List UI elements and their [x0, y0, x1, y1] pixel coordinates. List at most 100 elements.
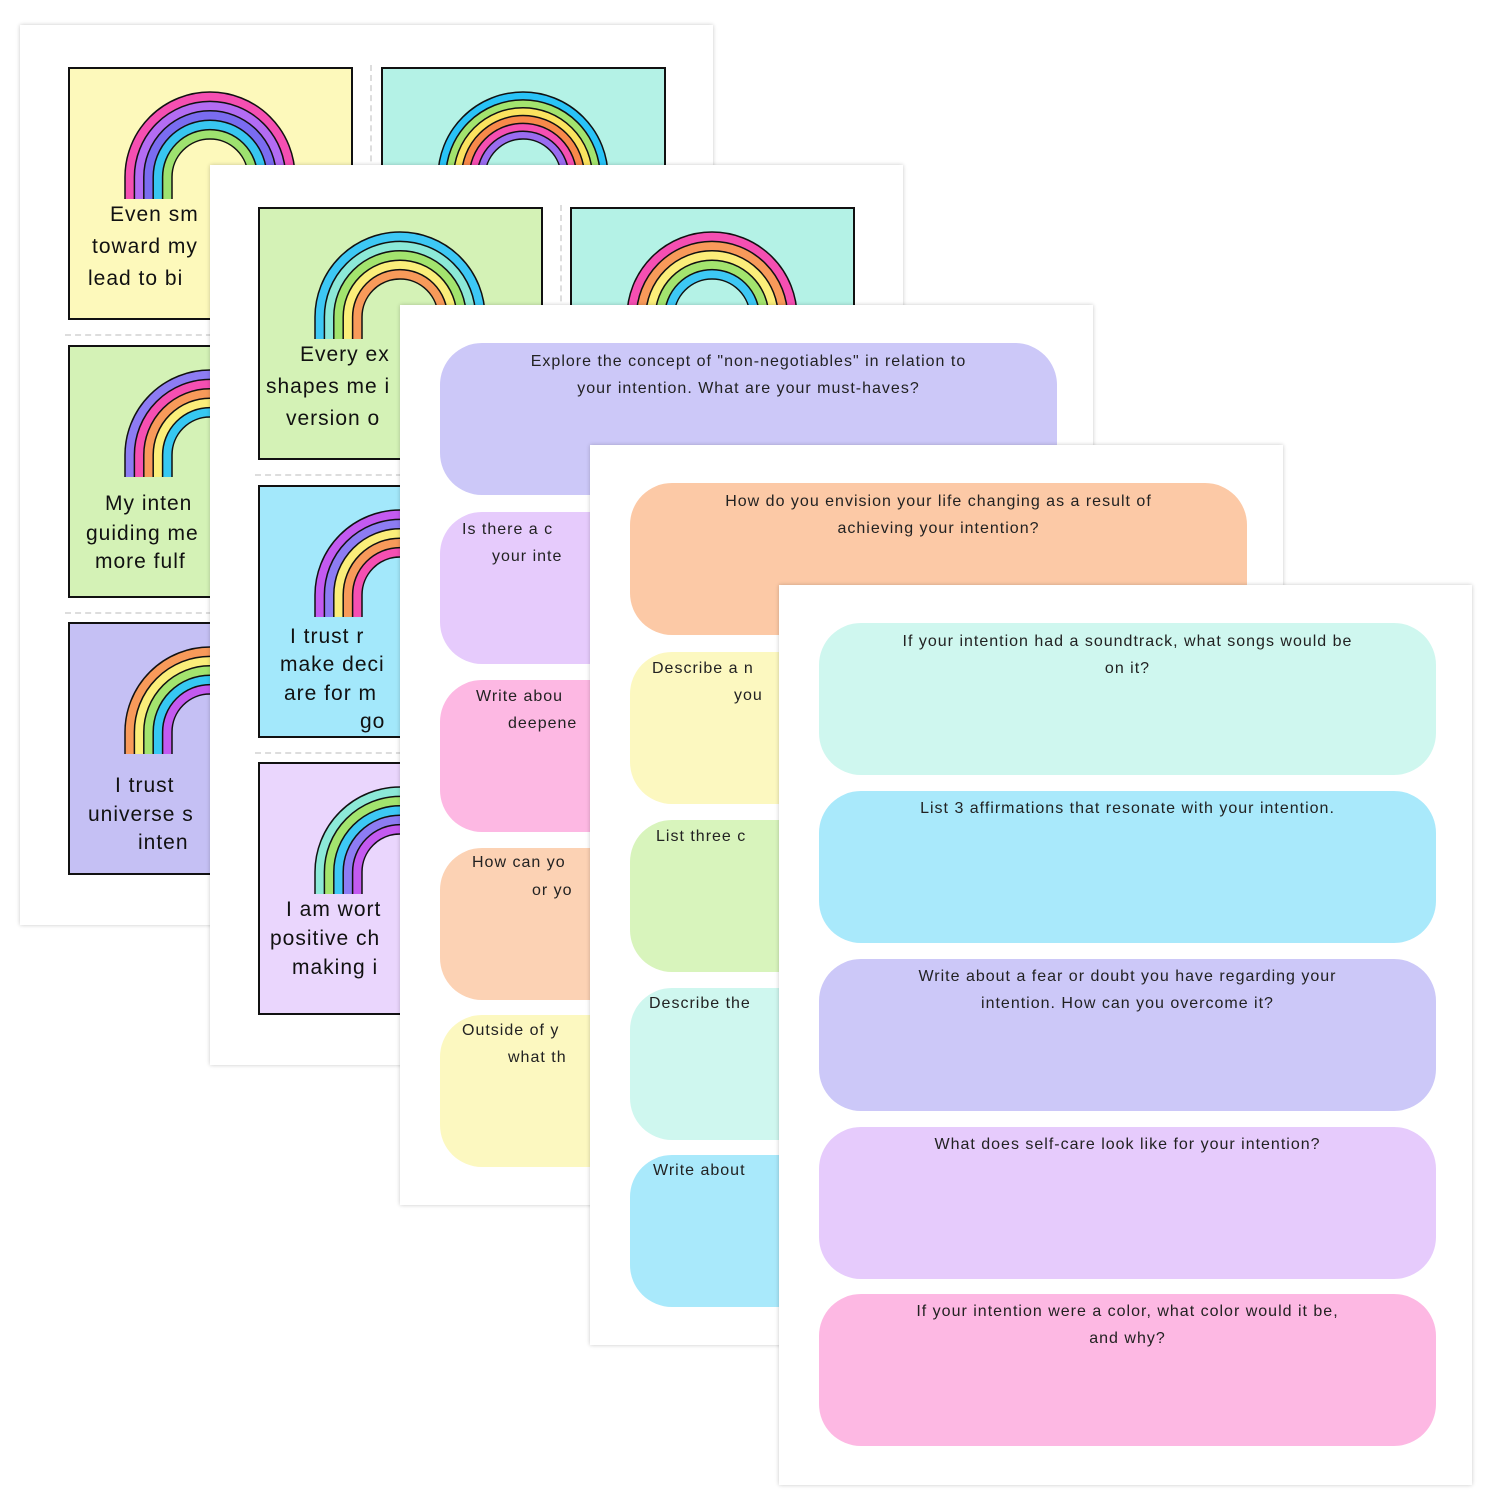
rainbow-band — [645, 250, 779, 339]
rainbow-outline — [635, 240, 789, 339]
prompt-text: on it? — [1104, 660, 1151, 677]
card-text: My inten — [105, 492, 193, 515]
rainbow-outline — [323, 240, 477, 339]
card-text: are for m — [284, 682, 378, 705]
prompt-box: List 3 affirmations that resonate with y… — [819, 791, 1436, 943]
rainbow-band — [153, 120, 267, 199]
prompt-text: List 3 affirmations that resonate with y… — [920, 800, 1335, 817]
card-text: Every ex — [300, 343, 390, 366]
rainbow-band — [477, 131, 569, 199]
rainbow-band — [445, 99, 601, 199]
card-text: I am wort — [286, 898, 382, 921]
prompt-text: Describe a n — [652, 660, 754, 677]
prompt-text: and why? — [1089, 1330, 1166, 1347]
rainbow-band — [162, 129, 258, 199]
rainbow-outline — [445, 99, 601, 199]
prompt-box: If your intention had a soundtrack, what… — [819, 623, 1436, 775]
prompt-text: intention. How can you overcome it? — [981, 995, 1274, 1012]
rainbow-band — [134, 101, 286, 199]
rainbow-outline — [143, 110, 277, 199]
rainbow-outline — [342, 259, 458, 339]
prompt-box: What does self-care look like for your i… — [819, 1127, 1436, 1279]
prompt-text: List three c — [656, 828, 747, 845]
rainbow-outline — [484, 138, 562, 199]
rainbow-band — [636, 241, 788, 339]
prompt-text: Describe the — [649, 995, 751, 1012]
card-text: guiding me — [86, 522, 199, 545]
rainbow-outline — [673, 278, 751, 339]
prompt-text: your intention. What are your must-haves… — [577, 380, 920, 397]
card-text: universe s — [88, 803, 194, 826]
card-text: more fulf — [95, 550, 186, 573]
rainbow-outline — [663, 268, 761, 339]
rainbow-band — [324, 241, 476, 339]
rainbow-band — [655, 260, 769, 339]
prompt-text: Write about a fear or doubt you have reg… — [918, 968, 1337, 985]
rainbow-outline — [171, 138, 249, 199]
prompt-text: If your intention were a color, what col… — [916, 1303, 1339, 1320]
prompt-text: what th — [508, 1049, 567, 1066]
rainbow-outline — [161, 128, 259, 199]
rainbow-outline — [152, 119, 268, 199]
rainbow-band — [438, 92, 608, 199]
rainbow-band — [333, 250, 467, 339]
card-text: positive ch — [270, 927, 381, 950]
card-text: making i — [292, 956, 379, 979]
rainbow-band — [143, 110, 277, 199]
prompt-text: your inte — [492, 548, 563, 565]
rainbow-illustration — [626, 231, 798, 339]
rainbow-outline — [124, 91, 296, 199]
prompt-text: deepene — [508, 715, 578, 732]
prompt-text: How do you envision your life changing a… — [725, 493, 1152, 510]
rainbow-outline — [333, 250, 467, 339]
rainbow-outline — [351, 268, 449, 339]
journal-prompt-sheet-3: If your intention had a soundtrack, what… — [779, 585, 1472, 1485]
rainbow-band — [461, 115, 585, 199]
rainbow-outline — [460, 114, 586, 199]
rainbow-band — [125, 92, 295, 199]
prompt-text: Is there a c — [462, 521, 554, 538]
card-text: Even sm — [110, 203, 199, 226]
prompt-box: If your intention were a color, what col… — [819, 1294, 1436, 1446]
rainbow-band — [627, 232, 797, 339]
card-text: shapes me i — [266, 375, 391, 398]
rainbow-illustration — [124, 91, 296, 199]
rainbow-outline — [654, 259, 770, 339]
rainbow-band — [343, 260, 457, 339]
prompt-box: Write about a fear or doubt you have reg… — [819, 959, 1436, 1111]
prompt-text: achieving your intention? — [837, 520, 1040, 537]
prompt-text: If your intention had a soundtrack, what… — [902, 633, 1353, 650]
card-text: version o — [286, 407, 381, 430]
prompt-text: What does self-care look like for your i… — [934, 1136, 1321, 1153]
card-text: I trust r — [290, 625, 365, 648]
rainbow-band — [664, 269, 760, 339]
card-text: go — [360, 710, 386, 733]
prompt-text: Explore the concept of "non-negotiables"… — [530, 353, 967, 370]
rainbow-outline — [626, 231, 798, 339]
prompt-text: Write abou — [476, 688, 564, 705]
rainbow-outline — [468, 122, 578, 199]
rainbow-band — [352, 269, 448, 339]
rainbow-outline — [361, 278, 439, 339]
rainbow-illustration — [314, 231, 486, 339]
prompt-text: or yo — [532, 882, 573, 899]
card-text: I trust — [115, 774, 175, 797]
card-text: inten — [138, 831, 189, 854]
rainbow-outline — [452, 107, 594, 199]
rainbow-band — [315, 232, 485, 339]
rainbow-band — [469, 123, 577, 199]
card-text: toward my — [92, 235, 198, 258]
card-text: make deci — [280, 653, 385, 676]
prompt-text: How can yo — [472, 854, 566, 871]
rainbow-outline — [133, 100, 287, 199]
prompt-text: Outside of y — [462, 1022, 560, 1039]
rainbow-illustration — [437, 91, 609, 199]
rainbow-outline — [645, 250, 779, 339]
prompt-text: you — [734, 687, 763, 704]
prompt-text: Write about — [653, 1162, 746, 1179]
rainbow-outline — [476, 130, 570, 199]
rainbow-outline — [314, 231, 486, 339]
rainbow-outline — [437, 91, 609, 199]
rainbow-band — [453, 107, 593, 199]
card-text: lead to bi — [88, 267, 184, 290]
